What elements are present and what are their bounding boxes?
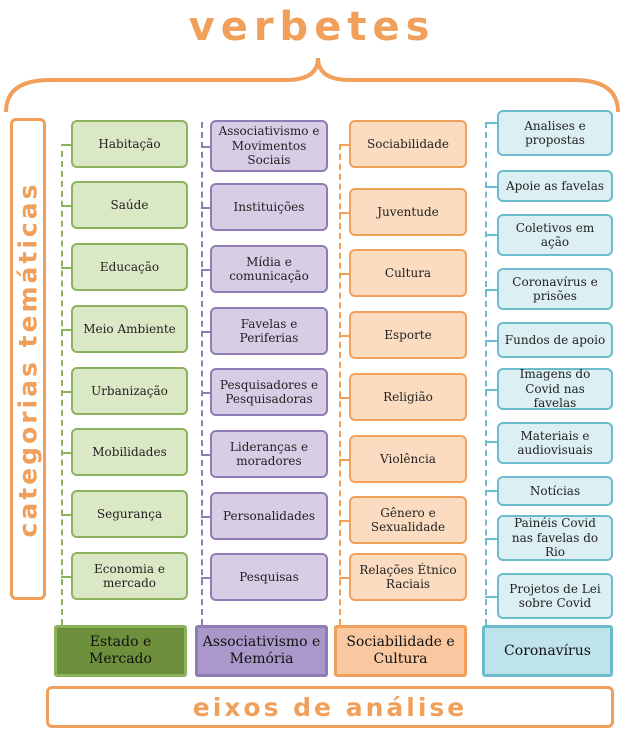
- category-saude[interactable]: Saúde: [71, 181, 188, 229]
- category-materiais-audiovisuais[interactable]: Materiais e audiovisuais: [497, 422, 613, 464]
- connector-tick: [61, 144, 71, 146]
- column-connector: [201, 122, 203, 625]
- category-violencia[interactable]: Violência: [349, 435, 467, 483]
- category-mobilidades[interactable]: Mobilidades: [71, 428, 188, 476]
- connector-tick: [339, 273, 349, 275]
- connector-tick: [201, 516, 210, 518]
- category-seguranca[interactable]: Segurança: [71, 490, 188, 538]
- category-noticias[interactable]: Notícias: [497, 476, 613, 506]
- column-connector: [485, 122, 487, 625]
- axis-estado-mercado[interactable]: Estado e Mercado: [54, 625, 187, 677]
- connector-tick: [61, 267, 71, 269]
- connector-tick: [485, 289, 497, 291]
- category-pesquisadores[interactable]: Pesquisadores e Pesquisadoras: [210, 368, 328, 416]
- category-juventude[interactable]: Juventude: [349, 188, 467, 236]
- connector-tick: [61, 452, 71, 454]
- category-pesquisas[interactable]: Pesquisas: [210, 553, 328, 601]
- category-coronavirus-prisoes[interactable]: Coronavírus e prisões: [497, 268, 613, 310]
- connector-tick: [339, 212, 349, 214]
- top-brace: [4, 57, 620, 113]
- category-liderancas-moradores[interactable]: Lideranças e moradores: [210, 430, 328, 478]
- category-instituicoes[interactable]: Instituições: [210, 183, 328, 231]
- connector-tick: [485, 441, 497, 443]
- connector-tick: [201, 207, 210, 209]
- axis-associativismo-memoria[interactable]: Associativismo e Memória: [195, 625, 328, 677]
- connector-tick: [485, 340, 497, 342]
- connector-tick: [485, 490, 497, 492]
- category-imagens-covid[interactable]: Imagens do Covid nas favelas: [497, 367, 613, 410]
- connector-tick: [339, 459, 349, 461]
- category-sociabilidade[interactable]: Sociabilidade: [349, 120, 467, 168]
- connector-tick: [339, 144, 349, 146]
- connector-tick: [485, 122, 497, 124]
- category-fundos-apoio[interactable]: Fundos de apoio: [497, 322, 613, 358]
- category-genero-sexualidade[interactable]: Gênero e Sexualidade: [349, 496, 467, 544]
- category-cultura[interactable]: Cultura: [349, 249, 467, 297]
- category-coletivos-acao[interactable]: Coletivos em ação: [497, 214, 613, 256]
- connector-tick: [485, 596, 497, 598]
- categories-side-label: categorias temáticas: [10, 118, 46, 600]
- axis-coronavirus[interactable]: Coronavírus: [482, 625, 613, 677]
- category-personalidades[interactable]: Personalidades: [210, 492, 328, 540]
- connector-tick: [61, 514, 71, 516]
- category-associativismo-movimentos[interactable]: Associativismo e Movimentos Sociais: [210, 120, 328, 172]
- connector-tick: [61, 576, 71, 578]
- category-economia-mercado[interactable]: Economia e mercado: [71, 552, 188, 600]
- category-analises-propostas[interactable]: Analises e propostas: [497, 110, 613, 156]
- connector-tick: [201, 454, 210, 456]
- category-religiao[interactable]: Religião: [349, 373, 467, 421]
- connector-tick: [201, 146, 210, 148]
- category-apoie-favelas[interactable]: Apoie as favelas: [497, 170, 613, 202]
- category-urbanizacao[interactable]: Urbanização: [71, 367, 188, 415]
- connector-tick: [485, 186, 497, 188]
- connector-tick: [201, 331, 210, 333]
- connector-tick: [61, 329, 71, 331]
- connector-tick: [485, 234, 497, 236]
- connector-tick: [339, 520, 349, 522]
- connector-tick: [61, 205, 71, 207]
- category-habitacao[interactable]: Habitação: [71, 120, 188, 168]
- connector-tick: [61, 391, 71, 393]
- category-midia-comunicacao[interactable]: Mídia e comunicação: [210, 245, 328, 293]
- category-paineis-covid[interactable]: Painéis Covid nas favelas do Rio: [497, 515, 613, 561]
- column-connector: [61, 151, 63, 625]
- connector-tick: [339, 397, 349, 399]
- axis-sociabilidade-cultura[interactable]: Sociabilidade e Cultura: [334, 625, 467, 677]
- connector-tick: [201, 392, 210, 394]
- diagram-title: verbetes: [188, 4, 436, 50]
- axes-footer-label: eixos de análise: [46, 686, 614, 728]
- connector-tick: [339, 577, 349, 579]
- category-favelas-periferias[interactable]: Favelas e Periferias: [210, 307, 328, 355]
- category-meio-ambiente[interactable]: Meio Ambiente: [71, 305, 188, 353]
- category-relacoes-etnico-raciais[interactable]: Relações Étnico Raciais: [349, 553, 467, 601]
- category-educacao[interactable]: Educação: [71, 243, 188, 291]
- connector-tick: [485, 538, 497, 540]
- categories-side-text: categorias temáticas: [13, 181, 43, 537]
- category-esporte[interactable]: Esporte: [349, 311, 467, 359]
- connector-tick: [485, 389, 497, 391]
- category-projetos-lei[interactable]: Projetos de Lei sobre Covid: [497, 573, 613, 619]
- connector-tick: [339, 335, 349, 337]
- column-connector: [339, 144, 341, 625]
- connector-tick: [201, 269, 210, 271]
- connector-tick: [201, 577, 210, 579]
